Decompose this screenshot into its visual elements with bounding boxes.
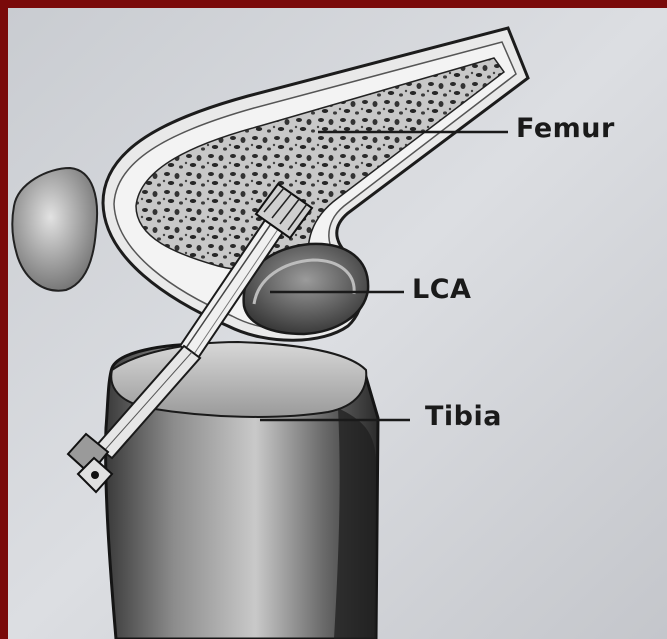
tibia-label: Tibia: [425, 401, 502, 432]
diagram-photo: [8, 8, 667, 639]
patella-shape: [12, 168, 97, 291]
tibia-posterior-edge: [334, 408, 376, 639]
lca-label: LCA: [412, 274, 471, 305]
femur-label: Femur: [516, 113, 615, 144]
